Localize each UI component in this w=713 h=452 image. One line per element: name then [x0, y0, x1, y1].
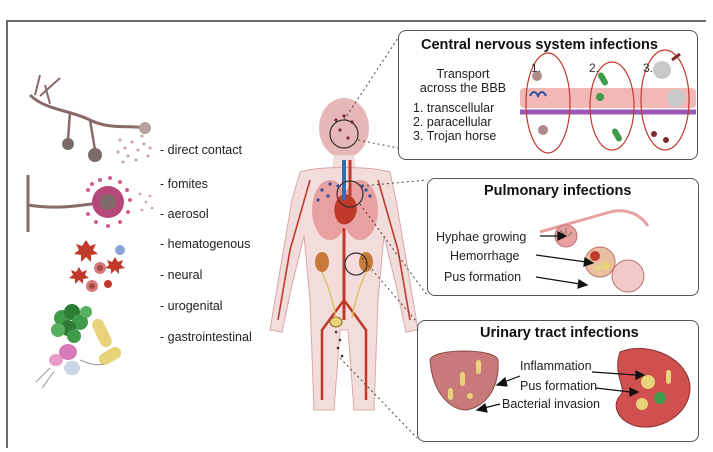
aspergillus-conidiophore-icon [28, 175, 153, 232]
bbb-step-3-number: 3. [643, 61, 653, 75]
route-gastrointestinal: - gastrointestinal [160, 330, 252, 344]
cns-heading: Transport across the BBB [413, 67, 513, 95]
cns-item-paracellular: 2. paracellular [413, 115, 492, 129]
label-pus-formation-urinary: Pus formation [520, 379, 597, 393]
human-body-figure [270, 98, 418, 410]
route-urogenital: - urogenital [160, 299, 223, 313]
route-direct-contact: - direct contact [160, 143, 242, 157]
label-inflammation: Inflammation [520, 359, 592, 373]
route-fomites: - fomites [160, 177, 208, 191]
label-pus-formation: Pus formation [444, 270, 521, 284]
cns-item-trojan-horse: 3. Trojan horse [413, 129, 496, 143]
route-hematogenous: - hematogenous [160, 237, 250, 251]
virus-particles-icon [69, 240, 125, 292]
route-neural: - neural [160, 268, 202, 282]
pulmonary-panel: Pulmonary infections Hyphae growing Hemo… [427, 178, 699, 296]
fungal-hyphae-icon [30, 75, 151, 162]
spore-dots-icon [117, 135, 152, 164]
label-hyphae-growing: Hyphae growing [436, 230, 526, 244]
bbb-step-2-number: 2. [589, 61, 599, 75]
cns-panel-title: Central nervous system infections [421, 37, 658, 53]
label-hemorrhage: Hemorrhage [450, 249, 519, 263]
urinary-panel: Urinary tract infections Inflammation Pu… [417, 320, 699, 442]
bacteria-cluster-icon [36, 304, 123, 388]
label-bacterial-invasion: Bacterial invasion [502, 397, 600, 411]
pulmonary-panel-title: Pulmonary infections [484, 183, 631, 199]
route-aerosol: - aerosol [160, 207, 209, 221]
cns-panel: Central nervous system infections Transp… [398, 30, 698, 160]
urinary-panel-title: Urinary tract infections [480, 325, 639, 341]
cns-item-transcellular: 1. transcellular [413, 101, 494, 115]
bbb-step-1-number: 1. [531, 61, 541, 75]
